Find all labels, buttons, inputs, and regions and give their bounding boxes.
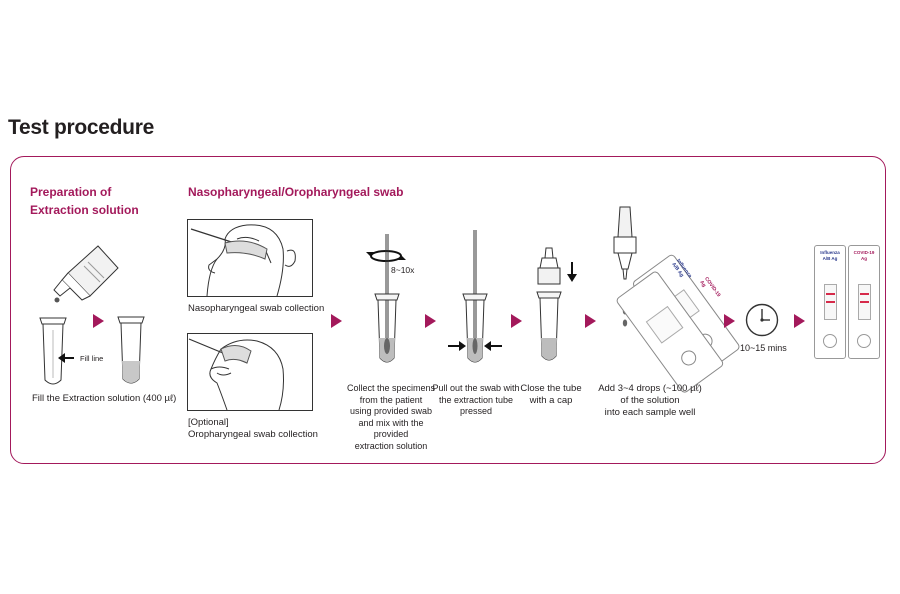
add-caption: Add 3~4 drops (~100 µℓ) of the solution …	[598, 383, 702, 419]
pull-caption-line2: the extraction tube	[438, 394, 514, 405]
step-arrow-1	[93, 314, 104, 328]
step-arrow-4	[511, 314, 522, 328]
step-arrow-2	[331, 314, 342, 328]
add-drops-illustration	[600, 205, 738, 375]
close-caption-line2: with a cap	[529, 395, 573, 406]
preparation-heading: Preparation of Extraction solution	[30, 183, 139, 219]
control-line	[860, 293, 869, 295]
clock-icon	[745, 303, 779, 337]
collect-caption-line1: Collect the specimens	[346, 383, 436, 393]
pull-caption-line3: pressed	[459, 406, 493, 416]
result-covid-line1: COVID-19	[853, 250, 875, 255]
close-caption: Close the tube with a cap	[518, 383, 584, 407]
filled-tube-illustration	[118, 317, 148, 387]
result-device-influenza-label: Influenza A/B Ag	[815, 250, 845, 262]
rotation-label: 8~10x	[391, 265, 415, 275]
naso-caption: Nasopharyngeal swab collection	[188, 303, 325, 314]
close-caption-line1: Close the tube	[520, 383, 582, 394]
fill-line-arrow-shaft	[62, 357, 74, 359]
pull-swab-illustration	[448, 230, 504, 366]
oropharyngeal-swab-illustration	[187, 333, 313, 411]
fill-line-label: Fill line	[80, 354, 104, 363]
dropper-bottle-illustration	[40, 238, 120, 388]
result-device-covid: COVID-19 Ag	[848, 245, 880, 359]
add-caption-line1: Add 3~4 drops (~100 µℓ)	[598, 383, 702, 394]
step-arrow-5	[585, 314, 596, 328]
pull-caption-line1: Pull out the swab with	[432, 383, 520, 393]
preparation-heading-line1: Preparation of	[30, 185, 112, 199]
time-label: 10~15 mins	[740, 343, 787, 353]
swab-heading: Nasopharyngeal/Oropharyngeal swab	[188, 185, 404, 199]
step-arrow-7	[794, 314, 805, 328]
result-influenza-line1: Influenza	[820, 250, 840, 255]
collect-caption-line2: from the patient	[359, 394, 423, 405]
fill-caption: Fill the Extraction solution (400 µℓ)	[32, 393, 177, 404]
sample-well	[823, 334, 837, 348]
pull-caption: Pull out the swab with the extraction tu…	[432, 383, 520, 418]
collect-caption-line5: extraction solution	[354, 440, 428, 451]
add-caption-line2: of the solution	[620, 395, 680, 406]
control-line	[826, 293, 835, 295]
collect-caption: Collect the specimens from the patient u…	[340, 383, 442, 452]
oro-caption-line2: Oropharyngeal swab collection	[188, 429, 318, 440]
test-line-a	[826, 301, 835, 303]
nasopharyngeal-swab-illustration	[187, 219, 313, 297]
result-window-influenza	[824, 284, 837, 320]
result-device-influenza: Influenza A/B Ag	[814, 245, 846, 359]
close-tube-illustration	[534, 248, 577, 364]
step-arrow-3	[425, 314, 436, 328]
result-device-covid-label: COVID-19 Ag	[849, 250, 879, 262]
fill-line-arrow-icon	[58, 353, 65, 363]
preparation-heading-line2: Extraction solution	[30, 203, 139, 217]
test-line	[860, 301, 869, 303]
result-covid-line2: Ag	[861, 256, 867, 261]
oro-caption-line1: [Optional]	[188, 417, 229, 428]
add-caption-line3: into each sample well	[604, 407, 696, 418]
sample-well	[857, 334, 871, 348]
result-window-covid	[858, 284, 871, 320]
result-influenza-line2: A/B Ag	[822, 256, 838, 261]
procedure-frame	[10, 156, 886, 464]
collect-caption-line3: using provided swab	[349, 406, 433, 416]
collect-caption-line4: and mix with the provided	[358, 417, 424, 440]
swab-rotation-illustration	[366, 234, 406, 368]
page-title: Test procedure	[8, 116, 154, 139]
step-arrow-6	[724, 314, 735, 328]
